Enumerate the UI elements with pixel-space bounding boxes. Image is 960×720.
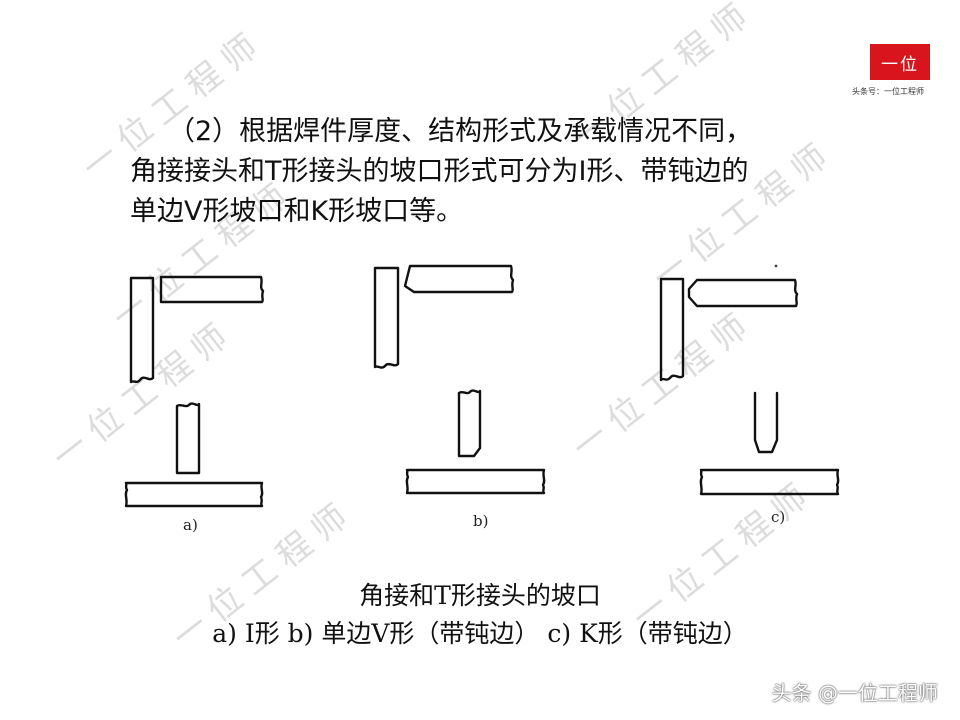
base-plate (124, 481, 264, 508)
intro-line-2: 角接接头和T形接头的坡口形式可分为I形、带钝边的 (130, 156, 749, 187)
base-plate (405, 468, 546, 495)
vertical-plate (129, 276, 155, 384)
figure-caption-title: 角接和T形接头的坡口 (359, 581, 601, 610)
footer-attribution: 头条 @一位工程师 (771, 681, 938, 705)
vertical-plate (659, 277, 685, 382)
figure-a-label: a) (183, 516, 198, 534)
brand-logo: 一位 (870, 44, 930, 80)
figure-c-corner-joint (659, 277, 799, 382)
intro-line-3: 单边V形坡口和K形坡口等。 (130, 196, 464, 227)
scan-speck (774, 264, 778, 268)
vertical-plate (373, 266, 400, 369)
figure-a-t-joint (124, 402, 264, 508)
figure-caption-items: a) I形 b) 单边V形（带钝边） c) K形（带钝边） (212, 619, 748, 648)
figure-b-t-joint (405, 389, 546, 495)
base-plate (699, 468, 840, 496)
horizontal-plate (159, 275, 265, 304)
figure-c-t-joint (699, 391, 840, 496)
figure-b-label: b) (473, 512, 488, 530)
intro-line-1: （2）根据焊件厚度、结构形式及承载情况不同， (168, 116, 753, 147)
bevelled-stem (457, 389, 482, 458)
figure-b-corner-joint (373, 264, 515, 369)
brand-subtitle: 头条号：一位工程师 (852, 87, 924, 96)
intro-paragraph: （2）根据焊件厚度、结构形式及承载情况不同， 角接接头和T形接头的坡口形式可分为… (130, 112, 890, 232)
figure-c-label: c) (771, 508, 785, 526)
figure-a-corner-joint (129, 275, 265, 384)
stem-plate (175, 402, 201, 475)
k-bevelled-stem (753, 391, 779, 454)
k-bevelled-plate (687, 278, 799, 308)
bevelled-plate (403, 264, 515, 294)
